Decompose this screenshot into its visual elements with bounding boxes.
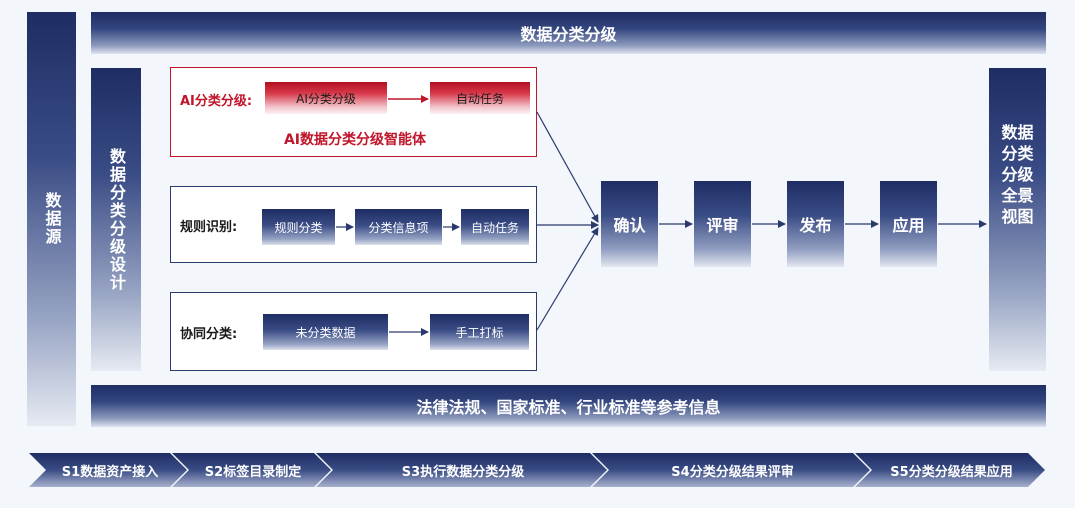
unclassified-data-chip[interactable]: 未分类数据 (263, 314, 388, 350)
stage-s1-label: S1数据资产接入 (61, 464, 159, 480)
top-bar: 数据分类分级 (91, 12, 1046, 54)
panel-arrows (336, 95, 460, 336)
stage-chevron-s3 (316, 453, 607, 487)
design-column-label: 数据分类分级设计 (107, 147, 126, 292)
flow-step-confirm[interactable]: 确认 (601, 181, 658, 267)
rule-auto-task-chip[interactable]: 自动任务 (461, 209, 529, 245)
manual-tagging-chip[interactable]: 手工打标 (430, 314, 529, 350)
stage-chevron-s2 (172, 453, 331, 487)
stage-chevron-s5 (855, 453, 1045, 487)
data-source-column: 数据源 (27, 12, 76, 426)
ai-classify-chip[interactable]: AI分类分级 (265, 82, 387, 114)
flow-step-review[interactable]: 评审 (694, 181, 751, 267)
stage-s2-label: S2标签目录制定 (204, 464, 302, 480)
rule-panel-label: 规则识别: (180, 220, 238, 235)
ai-panel-label: AI分类分级: (180, 94, 253, 109)
stage-s5-label: S5分类分级结果应用 (890, 464, 1013, 480)
flow-step-apply[interactable]: 应用 (880, 181, 937, 267)
stage-chevron-s4 (592, 453, 870, 487)
panorama-view-label: 数据分类分级全景视图 (1001, 123, 1034, 226)
stage-chevron-s1 (29, 453, 187, 487)
rule-classify-chip[interactable]: 规则分类 (262, 209, 335, 245)
flow-step-publish[interactable]: 发布 (787, 181, 844, 267)
stage-s4-label: S4分类分级结果评审 (671, 464, 794, 480)
top-bar-title: 数据分类分级 (520, 25, 617, 44)
converge-arrows (536, 111, 599, 331)
stage-chevrons (29, 453, 1045, 487)
reference-info-bar: 法律法规、国家标准、行业标准等参考信息 (91, 385, 1046, 427)
reference-info-label: 法律法规、国家标准、行业标准等参考信息 (416, 398, 721, 417)
stage-s3-label: S3执行数据分类分级 (401, 464, 525, 480)
design-column: 数据分类分级设计 (91, 68, 141, 371)
panorama-view-column: 数据分类分级全景视图 (989, 68, 1046, 371)
ai-agent-caption: AI数据分类分级智能体 (283, 132, 427, 148)
collab-panel-label: 协同分类: (180, 327, 238, 342)
ai-auto-task-chip[interactable]: 自动任务 (430, 82, 530, 114)
classification-info-chip[interactable]: 分类信息项 (355, 209, 442, 245)
data-source-label: 数据源 (42, 192, 62, 246)
